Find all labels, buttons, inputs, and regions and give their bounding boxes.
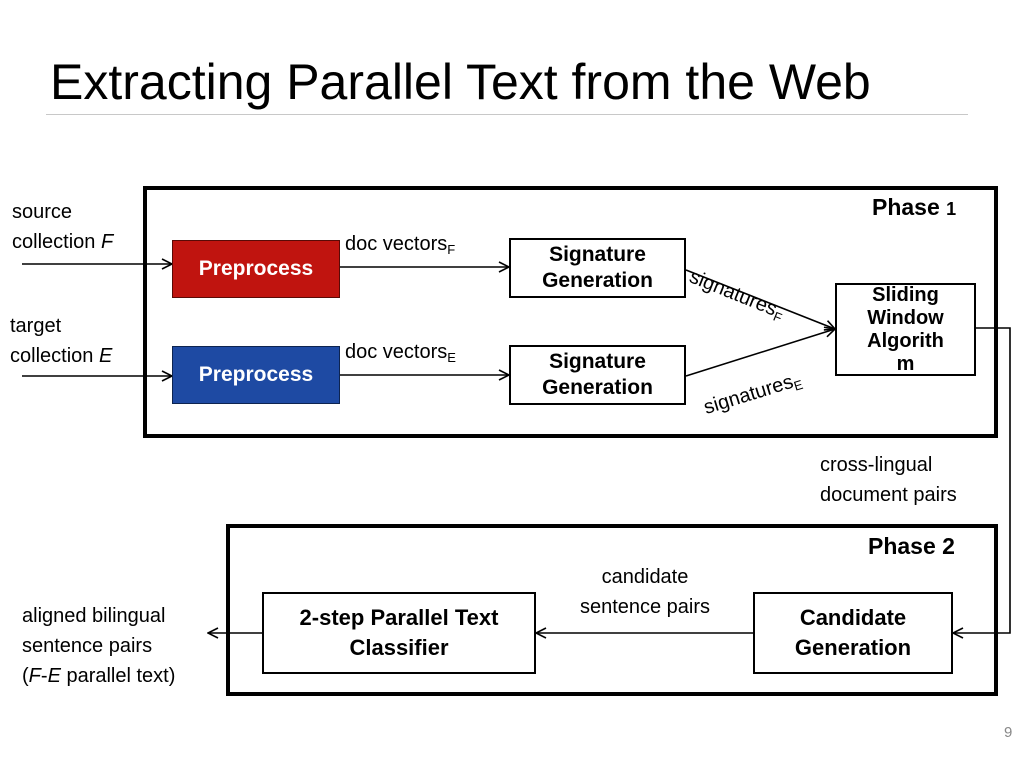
preprocess-f-box: Preprocess	[172, 240, 340, 298]
arrow-sig-f	[685, 269, 835, 329]
phase2-label: Phase 2	[868, 533, 955, 559]
phase1-container	[143, 186, 998, 438]
docvec-f-label: doc vectorsF	[345, 233, 456, 257]
target-collection-label: target collection E	[10, 315, 113, 367]
arrow-sig-e	[685, 329, 835, 377]
candgen-box: Candidate Generation	[753, 592, 953, 674]
crossling-label: cross-lingual document pairs	[820, 454, 957, 506]
docvec-e-label: doc vectorsE	[345, 341, 456, 365]
arrow-crossling	[953, 327, 1011, 633]
phase1-label: Phase 1	[872, 194, 957, 220]
preprocess-e-box: Preprocess	[172, 346, 340, 404]
source-collection-label: source collection F	[12, 201, 114, 253]
page-title: Extracting Parallel Text from the Web	[50, 54, 871, 110]
phase2-container	[226, 524, 998, 696]
candpairs-label: candidate sentence pairs	[579, 566, 711, 618]
page-number: 9	[1004, 724, 1013, 741]
output-label: aligned bilingual sentence pairs (F-E pa…	[22, 605, 176, 687]
siggen-f-box: Signature Generation	[509, 238, 686, 298]
siggen-e-box: Signature Generation	[509, 345, 686, 405]
sliding-window-box: Sliding Window Algorith m	[835, 283, 976, 376]
classifier-box: 2-step Parallel Text Classifier	[262, 592, 536, 674]
title-divider	[46, 114, 968, 115]
